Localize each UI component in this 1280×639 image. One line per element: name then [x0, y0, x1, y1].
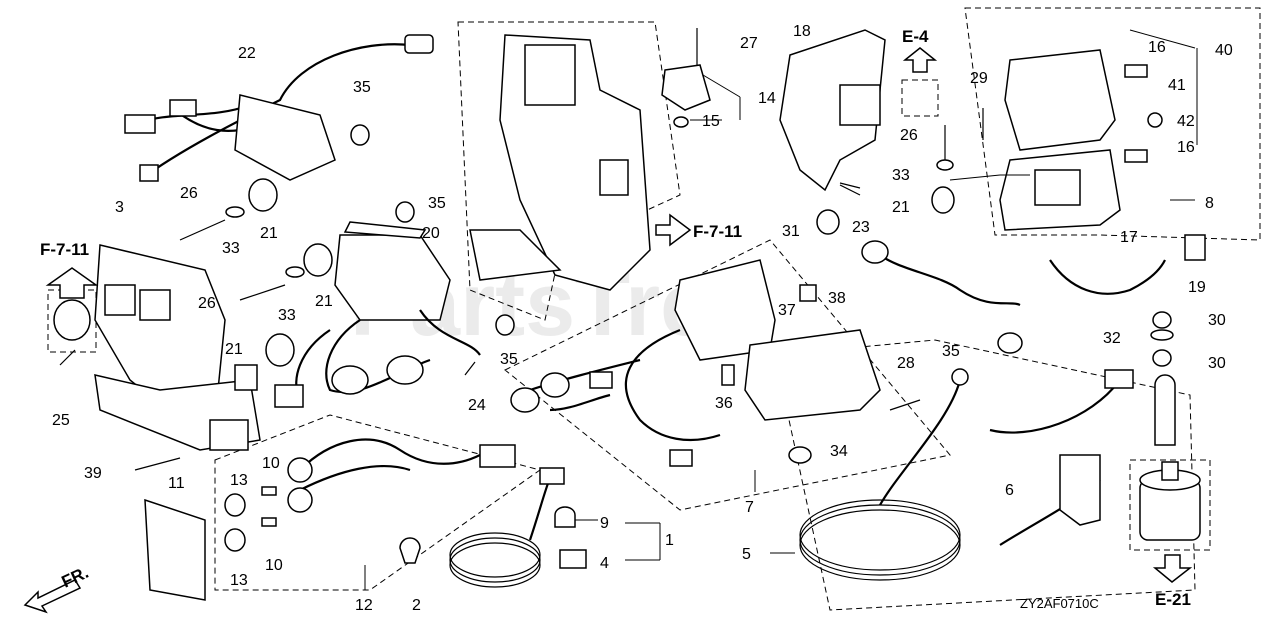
- callout-21c: 21: [225, 341, 243, 358]
- callout-21b: 21: [315, 293, 333, 310]
- part-14-sensor: [661, 28, 711, 128]
- callout-10a: 10: [262, 455, 280, 472]
- callout-35d: 35: [942, 343, 960, 360]
- callout-6: 6: [1005, 482, 1014, 499]
- callout-35a: 35: [353, 79, 371, 96]
- callout-5: 5: [742, 546, 751, 563]
- callout-11: 11: [168, 475, 185, 492]
- group-outline-harness: [504, 239, 951, 511]
- solenoid: [1139, 461, 1201, 541]
- callout-34: 34: [830, 443, 848, 460]
- callout-42: 42: [1177, 113, 1195, 130]
- part-22-harness: [124, 34, 434, 182]
- group-outline-clip: [901, 79, 939, 117]
- callout-26a: 26: [180, 185, 198, 202]
- callout-31: 31: [782, 223, 800, 240]
- part-40-fusebox: [816, 49, 1206, 307]
- callout-12: 12: [355, 597, 373, 614]
- callout-3: 3: [115, 199, 124, 216]
- part-1-coil-cable: [449, 467, 587, 588]
- callout-30a: 30: [1208, 312, 1226, 329]
- callout-2: 2: [412, 597, 421, 614]
- callout-35b: 35: [428, 195, 446, 212]
- callout-37: 37: [778, 302, 796, 319]
- callout-26c: 26: [900, 127, 918, 144]
- group-outline-fusebox: [964, 7, 1261, 241]
- part-18-bracket: [779, 29, 886, 196]
- group-outline-cables: [774, 339, 1196, 611]
- callout-33a: 33: [222, 240, 240, 257]
- callout-9: 9: [600, 515, 609, 532]
- callout-41: 41: [1168, 77, 1186, 94]
- callout-16a: 16: [1148, 39, 1166, 56]
- hardware-right: [721, 64, 1174, 464]
- callout-30b: 30: [1208, 355, 1226, 372]
- section-arrow-f711-right: [655, 213, 692, 247]
- callout-13b: 13: [230, 572, 248, 589]
- part-12-plug-harness: [144, 438, 516, 601]
- callout-18: 18: [793, 23, 811, 40]
- callout-labels: 1 2 3 4 5 6 7 8 9 10 10 11 12 13 13 14 1…: [52, 23, 1233, 614]
- callout-1: 1: [665, 532, 674, 549]
- part-7-harness: [510, 259, 881, 467]
- callout-39: 39: [84, 465, 102, 482]
- callout-15: 15: [702, 113, 720, 130]
- callout-13a: 13: [230, 472, 248, 489]
- callout-14: 14: [758, 90, 776, 107]
- part-20-module: [274, 221, 481, 408]
- callout-25: 25: [52, 412, 70, 429]
- callout-21a: 21: [260, 225, 278, 242]
- callout-38: 38: [828, 290, 846, 307]
- callout-28: 28: [897, 355, 915, 372]
- callout-19: 19: [1188, 279, 1206, 296]
- callout-23: 23: [852, 219, 870, 236]
- callout-36: 36: [715, 395, 733, 412]
- hardware-small: [53, 124, 515, 471]
- callout-21d: 21: [892, 199, 910, 216]
- mounting-plate: [469, 34, 651, 291]
- section-arrow-f711-left: [45, 267, 99, 299]
- callout-35c: 35: [500, 351, 518, 368]
- section-ref-e4: E-4: [902, 27, 929, 46]
- callout-27: 27: [740, 35, 758, 52]
- callout-17: 17: [1120, 229, 1138, 246]
- part-3-bracket: [94, 244, 261, 451]
- section-ref-f711-left: F-7-11: [40, 240, 89, 259]
- callout-4: 4: [600, 555, 609, 572]
- section-ref-f711-right: F-7-11: [693, 222, 742, 241]
- callout-22: 22: [238, 45, 256, 62]
- leader-lines: [364, 29, 1198, 590]
- callout-32: 32: [1103, 330, 1121, 347]
- callout-24: 24: [468, 397, 486, 414]
- section-ref-e21: E-21: [1155, 590, 1191, 609]
- callout-40: 40: [1215, 42, 1233, 59]
- diagram-code: ZY2AF0710C: [1020, 596, 1099, 611]
- group-outline-plugs: [214, 414, 542, 591]
- callout-8: 8: [1205, 195, 1214, 212]
- callout-20: 20: [422, 225, 440, 242]
- callout-7: 7: [745, 499, 754, 516]
- section-arrow-e21: [1152, 554, 1193, 583]
- section-arrow-e4: [902, 47, 938, 73]
- direction-arrow: [23, 579, 82, 614]
- callout-33b: 33: [278, 307, 296, 324]
- group-outline-solenoid: [1129, 459, 1211, 551]
- callout-33c: 33: [892, 167, 910, 184]
- callout-16b: 16: [1177, 139, 1195, 156]
- callout-10b: 10: [265, 557, 283, 574]
- part-5-cable: [799, 368, 1176, 581]
- callout-26b: 26: [198, 295, 216, 312]
- callout-29: 29: [970, 70, 988, 87]
